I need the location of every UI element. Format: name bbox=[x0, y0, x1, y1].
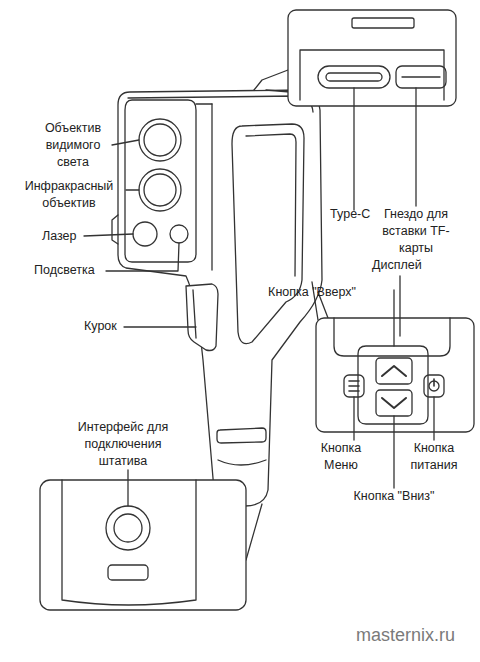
leader-line bbox=[415, 88, 416, 206]
body-edge bbox=[128, 96, 313, 112]
ir-lens bbox=[144, 174, 176, 206]
part-label: Подсветка bbox=[34, 262, 110, 279]
type-c-port bbox=[318, 66, 390, 88]
grip-edge bbox=[218, 460, 266, 465]
menu-icon bbox=[349, 381, 359, 391]
down-arrow bbox=[382, 398, 406, 408]
leader-line bbox=[84, 234, 133, 236]
part-label: Гнездо для вставки TF-карты bbox=[378, 206, 454, 257]
visible-lens bbox=[139, 119, 181, 161]
part-label: Объектив видимого света bbox=[32, 120, 114, 171]
tripod-inset bbox=[40, 480, 246, 610]
down-button bbox=[376, 390, 412, 416]
part-label: Лазер bbox=[42, 228, 86, 245]
handle-opening bbox=[246, 134, 296, 276]
leader-line bbox=[112, 140, 139, 145]
top-slot bbox=[352, 18, 414, 28]
tf-slot bbox=[402, 76, 440, 77]
leader-line bbox=[106, 243, 179, 271]
leader-line bbox=[433, 397, 434, 440]
up-button bbox=[376, 358, 412, 384]
display-edge bbox=[334, 318, 450, 356]
leader-line bbox=[393, 416, 394, 488]
part-label: Интерфейс для подключения штатива bbox=[62, 419, 184, 470]
grip-band bbox=[108, 565, 148, 580]
ir-lens bbox=[139, 169, 181, 211]
part-label: Дисплей bbox=[372, 257, 432, 274]
leader-line bbox=[124, 326, 196, 327]
body-edge bbox=[196, 103, 212, 104]
power-icon bbox=[433, 379, 435, 386]
grip-bottom bbox=[62, 480, 196, 605]
leader-line bbox=[127, 470, 128, 506]
inset-leader bbox=[246, 504, 262, 560]
trigger bbox=[186, 284, 218, 351]
flashlight bbox=[170, 225, 188, 243]
part-label: Кнопка "Вверх" bbox=[262, 284, 362, 301]
leader-line bbox=[126, 189, 139, 190]
handle-opening bbox=[232, 124, 304, 344]
front-face bbox=[125, 100, 196, 262]
body-edge bbox=[211, 104, 212, 270]
visible-lens bbox=[144, 124, 176, 156]
top-inset bbox=[288, 10, 456, 106]
laser bbox=[133, 222, 157, 246]
part-label: Кнопка "Вниз" bbox=[352, 488, 436, 505]
inset-leader bbox=[266, 90, 290, 92]
leader-line bbox=[393, 290, 394, 346]
part-label: Инфракрасный объектив bbox=[14, 178, 124, 212]
button-panel bbox=[358, 346, 428, 424]
tripod-socket bbox=[106, 506, 150, 550]
part-label: Type-C bbox=[330, 206, 376, 223]
part-label: Кнопка питания bbox=[396, 440, 472, 474]
up-arrow bbox=[382, 366, 406, 376]
leader-line bbox=[353, 88, 354, 210]
menu-button bbox=[344, 375, 364, 397]
tripod-socket bbox=[114, 514, 142, 542]
leader-line bbox=[399, 276, 400, 336]
watermark: masternix.ru bbox=[356, 624, 476, 646]
inset-leader bbox=[254, 70, 288, 90]
part-label: Курок bbox=[84, 318, 128, 335]
part-label: Кнопка Меню bbox=[312, 440, 370, 474]
grip-band bbox=[217, 428, 266, 443]
side-notch bbox=[112, 215, 118, 244]
type-c-port bbox=[326, 73, 382, 81]
trigger-edge bbox=[193, 290, 196, 338]
tf-slot bbox=[396, 66, 446, 88]
leader-line bbox=[353, 397, 354, 440]
top-panel bbox=[300, 50, 444, 100]
power-button bbox=[424, 375, 444, 397]
button-inset bbox=[316, 318, 474, 432]
